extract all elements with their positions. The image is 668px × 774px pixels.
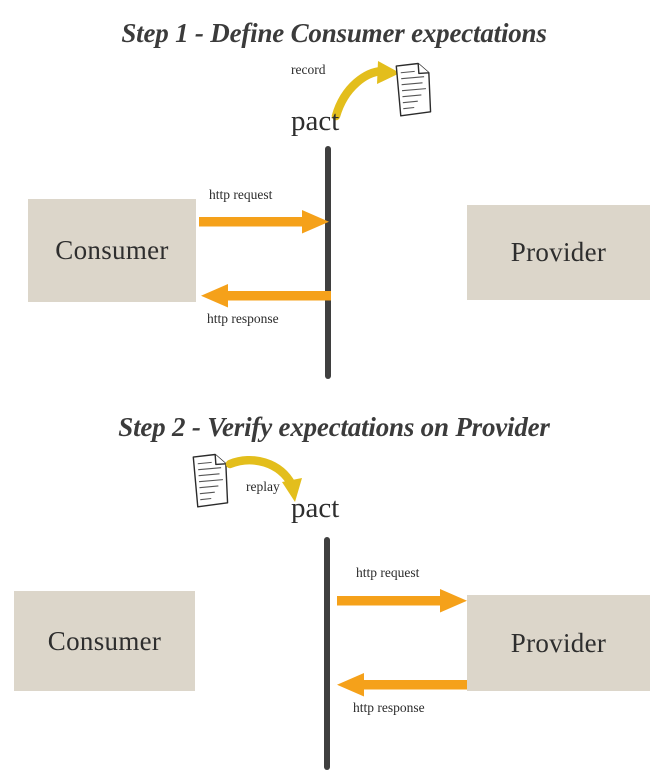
step-1-http-request-label: http request <box>209 187 273 202</box>
step-1-consumer-label: Consumer <box>55 235 169 265</box>
step-2-title: Step 2 - Verify expectations on Provider <box>118 412 550 442</box>
step-1-http-response-label: http response <box>207 311 279 326</box>
step-2-consumer-label: Consumer <box>47 625 162 656</box>
step-1-title: Step 1 - Define Consumer expectations <box>121 18 547 48</box>
step-2-http-response-label: http response <box>353 700 425 715</box>
step-1-document-icon <box>395 62 432 117</box>
step-2-document-icon <box>192 453 229 508</box>
step-1-record-label: record <box>291 62 326 77</box>
step-2-http-request-label: http request <box>356 565 420 580</box>
step-1-lifeline <box>325 146 331 379</box>
step-2-pact-label: pact <box>291 492 340 524</box>
step-1-http-response-arrow-icon <box>201 284 331 308</box>
step-2-consumer-box: Consumer <box>14 591 195 691</box>
step-2-provider-label: Provider <box>510 627 607 658</box>
step-2-http-request-arrow-icon <box>337 589 467 613</box>
step-1-provider-label: Provider <box>510 237 607 267</box>
step-2-lifeline <box>324 537 330 770</box>
step-1-consumer-box: Consumer <box>28 199 196 302</box>
step-2-replay-label: replay <box>246 479 280 494</box>
step-2-replay-arrow-icon <box>225 456 302 502</box>
step-1-pact-label: pact <box>291 105 340 137</box>
step-2-provider-box: Provider <box>467 595 650 691</box>
step-2-http-response-arrow-icon <box>337 673 467 697</box>
step-1-provider-box: Provider <box>467 205 650 300</box>
step-1-http-request-arrow-icon <box>199 210 329 234</box>
step-1-record-arrow-icon <box>331 61 400 121</box>
